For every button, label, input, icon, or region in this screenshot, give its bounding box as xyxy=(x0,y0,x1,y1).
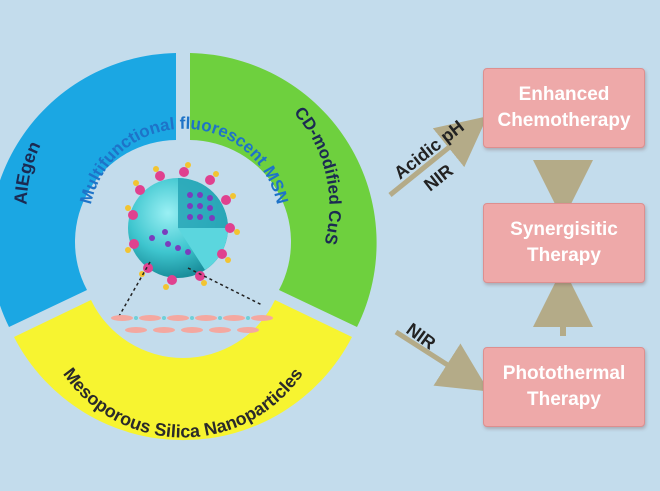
enhanced-line2: Chemotherapy xyxy=(497,110,631,131)
photothermal-line1: Photothermal xyxy=(502,363,626,384)
enhanced-chemotherapy-box: Enhanced Chemotherapy xyxy=(483,68,645,148)
synergistic-line1: Synergisitic xyxy=(510,219,618,240)
aiegen-segment xyxy=(0,53,176,327)
enhanced-line1: Enhanced xyxy=(518,84,610,105)
lower-arrow xyxy=(394,329,490,392)
nanoparticle-illustration xyxy=(111,162,273,333)
synergistic-line2: Therapy xyxy=(527,245,601,266)
photothermal-line2: Therapy xyxy=(527,389,601,410)
msn-segment xyxy=(14,300,352,441)
nir-bottom-label: NIR xyxy=(403,319,440,353)
photothermal-therapy-box: Photothermal Therapy xyxy=(483,347,645,427)
synergistic-therapy-box: Synergisitic Therapy xyxy=(483,203,645,283)
cd-cus-segment xyxy=(190,53,377,327)
upper-arrow xyxy=(388,116,488,197)
